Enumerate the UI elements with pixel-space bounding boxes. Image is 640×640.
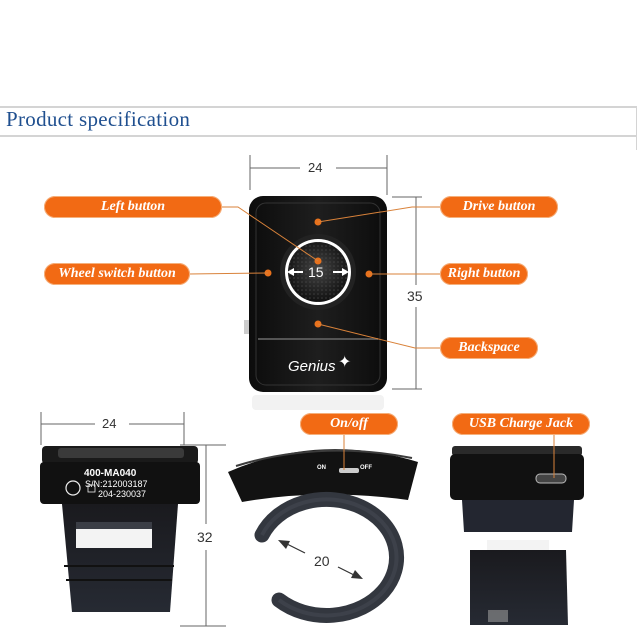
dimension-top-width: 24 bbox=[305, 160, 326, 175]
dimension-ring-diameter: 20 bbox=[314, 553, 330, 569]
brand-logo: Genius bbox=[288, 358, 336, 375]
header-right-edge bbox=[636, 106, 637, 150]
switch-on-label: ON bbox=[317, 465, 326, 471]
usb-view-device bbox=[450, 446, 584, 625]
brand-figure-icon: ✦ bbox=[338, 354, 352, 371]
model-number: 400-MA040 bbox=[84, 468, 137, 479]
page-title: Product specification bbox=[6, 107, 191, 131]
callout-wheel-switch-button: Wheel switch button bbox=[44, 263, 190, 285]
callout-usb-charge-jack: USB Charge Jack bbox=[452, 413, 590, 435]
side-view-device bbox=[40, 446, 200, 612]
dimension-side-height: 32 bbox=[194, 529, 216, 545]
callout-right-button: Right button bbox=[440, 263, 528, 285]
header-bottom-rule bbox=[0, 135, 637, 137]
cert-number: 204-230037 bbox=[98, 489, 147, 499]
header-top-rule bbox=[0, 106, 637, 108]
callout-left-button: Left button bbox=[44, 196, 222, 218]
callout-drive-button: Drive button bbox=[440, 196, 558, 218]
dimension-wheel-diameter: 15 bbox=[308, 264, 324, 280]
serial-number: S/N:212003187 bbox=[85, 479, 148, 489]
ring-view-device bbox=[228, 449, 418, 623]
switch-off-label: OFF bbox=[360, 465, 372, 471]
top-view-device bbox=[244, 196, 387, 410]
dimension-top-height: 35 bbox=[404, 288, 426, 304]
callout-on-off: On/off bbox=[300, 413, 398, 435]
callout-backspace: Backspace bbox=[440, 337, 538, 359]
dimension-side-width: 24 bbox=[99, 416, 120, 431]
